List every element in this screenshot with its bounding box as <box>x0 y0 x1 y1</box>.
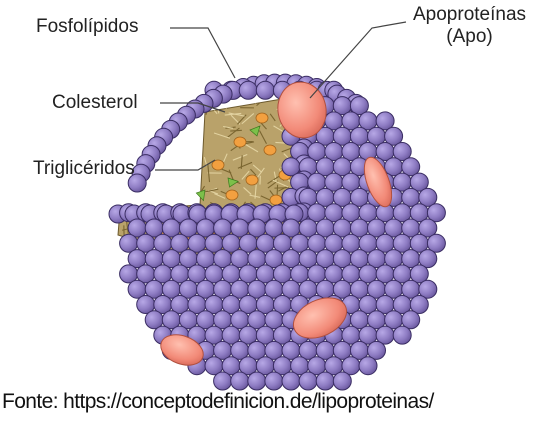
fatty-acid-tail <box>183 134 193 147</box>
fatty-acid-tail <box>129 133 141 139</box>
phospholipid-head <box>214 372 232 390</box>
fatty-acid-tail <box>185 163 200 173</box>
fatty-acid-tail <box>166 154 182 155</box>
fatty-acid-tail <box>164 200 171 204</box>
fatty-acid-tail <box>186 185 195 195</box>
fatty-acid-tail <box>141 123 152 127</box>
phospholipid-head <box>359 357 377 375</box>
cholesterol-molecule <box>256 113 268 123</box>
fatty-acid-tail <box>133 118 145 126</box>
fatty-acid-tail <box>230 130 242 131</box>
phospholipid-head <box>333 372 351 390</box>
phospholipid-head <box>299 372 317 390</box>
fatty-acid-tail <box>105 186 119 194</box>
fatty-acid-tail <box>143 111 146 122</box>
fatty-acid-tail <box>126 126 140 137</box>
fatty-acid-tail <box>172 178 177 185</box>
phospholipid-head <box>248 372 266 390</box>
phospholipid-head <box>256 81 274 99</box>
fatty-acid-tail <box>183 148 194 155</box>
fatty-acid-tail <box>138 127 143 134</box>
fatty-acid-tail <box>132 119 138 135</box>
leader-phospholipids <box>170 28 235 78</box>
fatty-acid-tail <box>143 95 146 103</box>
cholesterol-molecule <box>234 137 246 147</box>
cholesterol-molecule <box>226 190 238 200</box>
fatty-acid-tail <box>147 120 156 125</box>
fatty-acid-tail <box>174 200 188 203</box>
fatty-acid-tail <box>159 188 164 196</box>
phospholipid-head <box>282 372 300 390</box>
label-apoproteins-line1: Apoproteínas <box>413 4 526 26</box>
fatty-acid-tail <box>113 133 121 135</box>
fatty-acid-tail <box>182 150 197 158</box>
fatty-acid-tail <box>189 137 199 151</box>
cholesterol-molecule <box>212 160 224 170</box>
cholesterol-molecule <box>264 145 276 155</box>
source-caption: Fonte: https://conceptodefinicion.de/lip… <box>2 390 434 414</box>
fatty-acid-tail <box>175 164 183 179</box>
phospholipid-head <box>316 372 334 390</box>
phospholipid-head <box>239 81 257 99</box>
phospholipid-head <box>265 372 283 390</box>
fatty-acid-tail <box>121 179 123 192</box>
fatty-acid-tail <box>118 117 125 128</box>
label-apoproteins-line2: (Apo) <box>413 26 526 48</box>
cholesterol-molecule <box>246 175 258 185</box>
fatty-acid-tail <box>182 155 199 159</box>
fatty-acid-tail <box>133 118 148 119</box>
fatty-acid-tail <box>178 162 180 173</box>
label-triglycerides: Triglicéridos <box>33 158 135 180</box>
label-cholesterol: Colesterol <box>52 92 138 114</box>
phospholipid-head <box>393 326 411 344</box>
fatty-acid-tail <box>126 115 140 123</box>
fatty-acid-tail <box>141 104 150 107</box>
fatty-acid-tail <box>184 200 195 203</box>
fatty-acid-tail <box>153 185 158 192</box>
label-phospholipids: Fosfolípidos <box>36 16 138 38</box>
phospholipid-head <box>231 372 249 390</box>
fatty-acid-tail <box>168 154 179 164</box>
fatty-acid-tail <box>188 148 194 160</box>
label-apoproteins: Apoproteínas (Apo) <box>413 4 526 48</box>
fatty-acid-tail <box>162 177 171 179</box>
